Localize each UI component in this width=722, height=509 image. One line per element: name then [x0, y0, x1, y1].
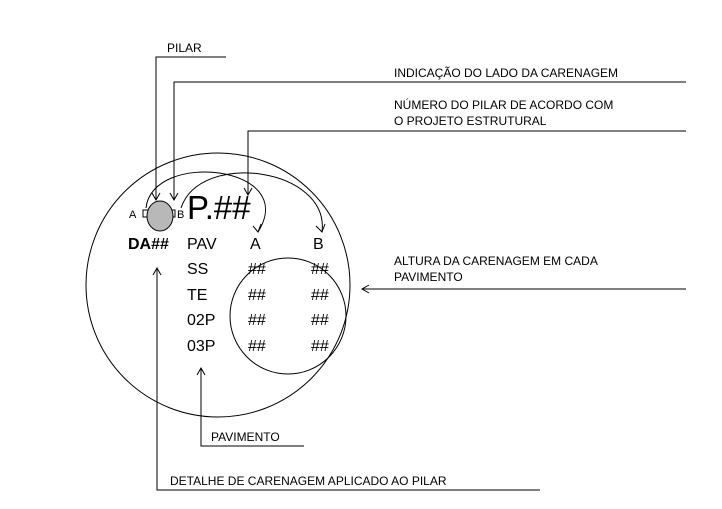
callout-numero-line1: NÚMERO DO PILAR DE ACORDO COM	[394, 98, 614, 112]
arrowhead-column-b	[315, 223, 326, 233]
arrowhead-altura	[360, 284, 370, 294]
callout-pilar: PILAR	[167, 41, 202, 55]
detalhe-leader-line	[156, 268, 540, 491]
arrowhead-column-a	[252, 223, 262, 233]
table-row-a: ##	[248, 338, 266, 355]
table-header-b: B	[313, 236, 324, 253]
pilar-leader-line	[155, 56, 226, 200]
lado-leader-line	[173, 81, 686, 200]
table-row-pav: SS	[187, 261, 209, 278]
heights-inner-circle	[229, 257, 347, 375]
callout-altura-line1: ALTURA DA CARENAGEM EM CADA	[394, 254, 598, 268]
symbol-main-circle	[85, 152, 351, 418]
arrowhead-pilar	[151, 192, 161, 202]
table-row-a: ##	[248, 261, 266, 278]
callout-altura-line2: PAVIMENTO	[394, 270, 463, 284]
table-row-a: ##	[248, 287, 266, 304]
arc-b-to-column-b	[180, 172, 323, 233]
arrowhead-numero	[243, 187, 253, 197]
arrowhead-pavimento	[196, 366, 206, 376]
pavimento-leader-line	[200, 368, 304, 447]
arrowhead-lado	[169, 192, 179, 202]
table-row-b: ##	[311, 287, 329, 304]
callout-detalhe: DETALHE DE CARENAGEM APLICADO AO PILAR	[170, 474, 447, 488]
numero-leader-line	[247, 130, 686, 195]
detail-code: DA##	[128, 236, 169, 253]
arc-a-to-column-a	[145, 171, 266, 233]
side-a-label: A	[129, 209, 137, 221]
table-row-pav: TE	[187, 287, 208, 304]
table-row-b: ##	[311, 261, 329, 278]
table-row-pav: 03P	[187, 338, 216, 355]
callout-lado: INDICAÇÃO DO LADO DA CARENAGEM	[394, 66, 619, 80]
table-row-b: ##	[311, 338, 329, 355]
callout-pavimento: PAVIMENTO	[211, 430, 280, 444]
callout-numero-line2: O PROJETO ESTRUTURAL	[394, 114, 547, 128]
pillar-number: P.##	[187, 189, 251, 226]
side-b-label: B	[177, 209, 185, 221]
table-row-a: ##	[248, 312, 266, 329]
table-header-pav: PAV	[187, 236, 217, 253]
arrowhead-detalhe	[152, 266, 162, 276]
table-header-a: A	[250, 236, 261, 253]
pillar-shape	[146, 200, 174, 232]
table-row-b: ##	[311, 312, 329, 329]
table-row-pav: 02P	[187, 312, 216, 329]
